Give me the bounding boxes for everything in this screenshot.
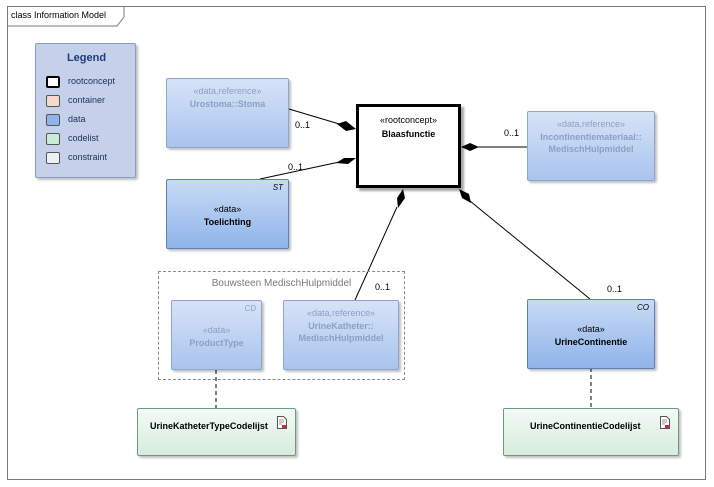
composition-diamond-incontinentie: [461, 143, 479, 151]
association-toelichting: [259, 160, 345, 180]
diagram-title: class Information Model: [11, 10, 107, 20]
association-urinecontinentie: [469, 200, 591, 300]
legend-swatch-rootconcept: [46, 76, 60, 88]
codelist-urinecontinentie[interactable]: UrineContinentieCodelijst: [503, 408, 679, 456]
class-stereotype: «data,reference»: [306, 308, 376, 318]
class-stereotype: «rootconcept»: [379, 115, 438, 125]
class-urostoma-stoma[interactable]: «data,reference» Urostoma::Stoma: [166, 78, 289, 148]
class-urinecontinentie[interactable]: CO «data» UrineContinentie: [527, 299, 655, 369]
multiplicity-urinekatheter: 0..1: [375, 282, 391, 292]
composition-diamond-urinekatheter: [397, 189, 405, 208]
legend-label-constraint: constraint: [68, 152, 108, 162]
class-name: Toelichting: [203, 217, 252, 227]
composition-diamond-toelichting: [336, 158, 356, 164]
class-blaasfunctie-root[interactable]: «rootconcept» Blaasfunctie: [356, 104, 461, 188]
legend-swatch-data: [46, 114, 60, 126]
class-name-line1: UrineKatheter::: [308, 321, 374, 331]
class-incontinentiemateriaal[interactable]: «data,reference» Incontinentiemateriaal:…: [527, 111, 655, 181]
codelist-name: UrineKatheterTypeCodelijst: [150, 421, 268, 431]
legend-label-container: container: [68, 95, 106, 105]
class-stereotype: «data»: [213, 204, 242, 214]
composition-diamond-urostoma: [337, 121, 356, 131]
legend-label-rootconcept: rootconcept: [68, 76, 116, 86]
frame-tab-outline: [7, 6, 125, 27]
class-urinekatheter[interactable]: «data,reference» UrineKatheter:: Medisch…: [283, 300, 399, 370]
document-icon: [277, 416, 287, 429]
class-corner-tag: CD: [244, 304, 256, 313]
legend-title: Legend: [66, 52, 107, 64]
package-bouwsteen-medischhulpmiddel[interactable]: [158, 271, 405, 380]
legend-label-codelist: codelist: [68, 133, 99, 143]
class-producttype[interactable]: CD «data» ProductType: [171, 300, 262, 370]
multiplicity-incontinentie: 0..1: [504, 128, 520, 138]
class-name-line2: MedischHulpmiddel: [548, 144, 634, 154]
class-toelichting[interactable]: ST «data» Toelichting: [166, 179, 289, 249]
codelist-urinekathetertype[interactable]: UrineKatheterTypeCodelijst: [137, 408, 296, 456]
class-name-line1: Incontinentiemateriaal::: [540, 132, 642, 142]
multiplicity-toelichting: 0..1: [288, 162, 304, 172]
legend: Legend rootconcept container data codeli…: [35, 43, 136, 178]
legend-swatch-container: [46, 95, 60, 107]
class-stereotype: «data»: [577, 324, 605, 334]
class-corner-tag: ST: [272, 183, 283, 192]
class-stereotype: «data,reference»: [193, 86, 262, 96]
multiplicity-urinecontinentie: 0..1: [607, 284, 623, 294]
class-name: ProductType: [189, 338, 244, 348]
codelist-name: UrineContinentieCodelijst: [530, 421, 641, 431]
class-stereotype: «data»: [202, 325, 231, 335]
composition-diamond-urinecontinentie: [459, 189, 471, 203]
association-urostoma: [288, 108, 347, 127]
package-title: Bouwsteen MedischHulpmiddel: [211, 278, 352, 289]
diagram-frame: [7, 6, 706, 480]
association-urinekatheter: [354, 206, 398, 301]
legend-label-data: data: [68, 114, 86, 124]
class-name-line2: MedischHulpmiddel: [298, 333, 384, 343]
legend-swatch-constraint: [46, 152, 60, 164]
class-name: Urostoma::Stoma: [189, 99, 266, 109]
class-corner-tag: CO: [637, 303, 649, 312]
legend-swatch-codelist: [46, 133, 60, 145]
class-stereotype: «data,reference»: [556, 119, 626, 129]
class-name: Blaasfunctie: [381, 129, 436, 139]
class-name: UrineContinentie: [554, 337, 628, 347]
document-icon: [660, 416, 670, 429]
multiplicity-urostoma: 0..1: [295, 120, 311, 130]
